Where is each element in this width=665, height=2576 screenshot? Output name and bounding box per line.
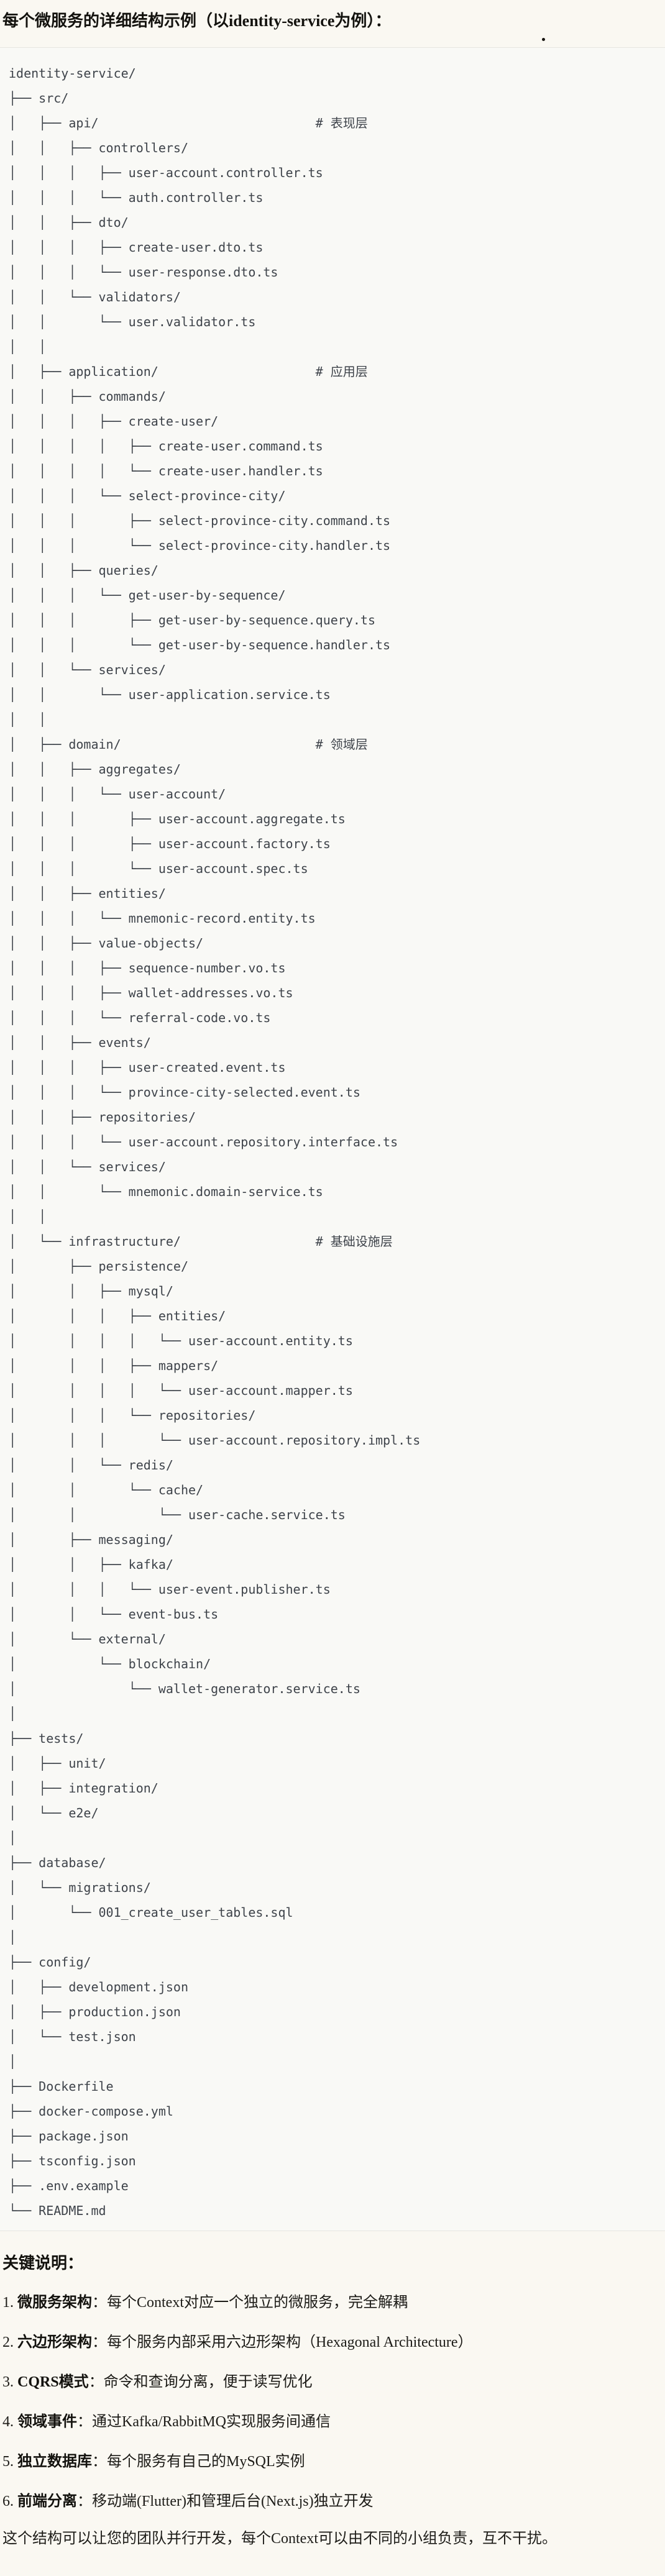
note-term: 领域事件 [17, 2414, 77, 2430]
note-term: CQRS模式 [17, 2374, 89, 2390]
key-notes-section: 关键说明： 1. 微服务架构：每个Context对应一个独立的微服务，完全解耦 … [0, 2252, 665, 2576]
note-desc: ：移动端(Flutter)和管理后台(Next.js)独立开发 [77, 2493, 374, 2510]
key-notes-heading: 关键说明： [2, 2254, 84, 2272]
note-number: 3. [2, 2374, 17, 2390]
note-item: 2. 六边形架构：每个服务内部采用六边形架构（Hexagonal Archite… [2, 2332, 659, 2353]
note-term: 微服务架构 [17, 2295, 92, 2311]
note-desc: ：每个服务有自己的MySQL实例 [92, 2454, 305, 2470]
note-item: 4. 领域事件：通过Kafka/RabbitMQ实现服务间通信 [2, 2411, 659, 2432]
page-title: 每个微服务的详细结构示例（以identity-service为例）： [2, 12, 392, 30]
note-item: 3. CQRS模式：命令和查询分离，便于读写优化 [2, 2372, 659, 2393]
note-number: 4. [2, 2414, 17, 2430]
note-term: 前端分离 [17, 2493, 77, 2510]
note-number: 2. [2, 2334, 17, 2350]
note-desc: ：命令和查询分离，便于读写优化 [88, 2374, 313, 2390]
note-number: 5. [2, 2454, 17, 2470]
note-desc: ：通过Kafka/RabbitMQ实现服务间通信 [77, 2414, 331, 2430]
code-block: identity-service/ ├── src/ │ ├── api/ # … [0, 47, 665, 2231]
directory-tree: identity-service/ ├── src/ │ ├── api/ # … [9, 66, 421, 2218]
note-item: 1. 微服务架构：每个Context对应一个独立的微服务，完全解耦 [2, 2292, 659, 2313]
note-desc: ：每个服务内部采用六边形架构（Hexagonal Architecture） [92, 2334, 473, 2350]
note-item: 6. 前端分离：移动端(Flutter)和管理后台(Next.js)独立开发 [2, 2491, 659, 2512]
note-term: 六边形架构 [17, 2334, 92, 2350]
dot-artifact [542, 38, 545, 41]
note-term: 独立数据库 [17, 2454, 92, 2470]
note-number: 6. [2, 2493, 17, 2510]
note-item: 5. 独立数据库：每个服务有自己的MySQL实例 [2, 2451, 659, 2472]
note-number: 1. [2, 2295, 17, 2311]
note-desc: ：每个Context对应一个独立的微服务，完全解耦 [92, 2295, 408, 2311]
footer-note: 这个结构可以让您的团队并行开发，每个Context可以由不同的小组负责，互不干扰… [2, 2531, 557, 2547]
